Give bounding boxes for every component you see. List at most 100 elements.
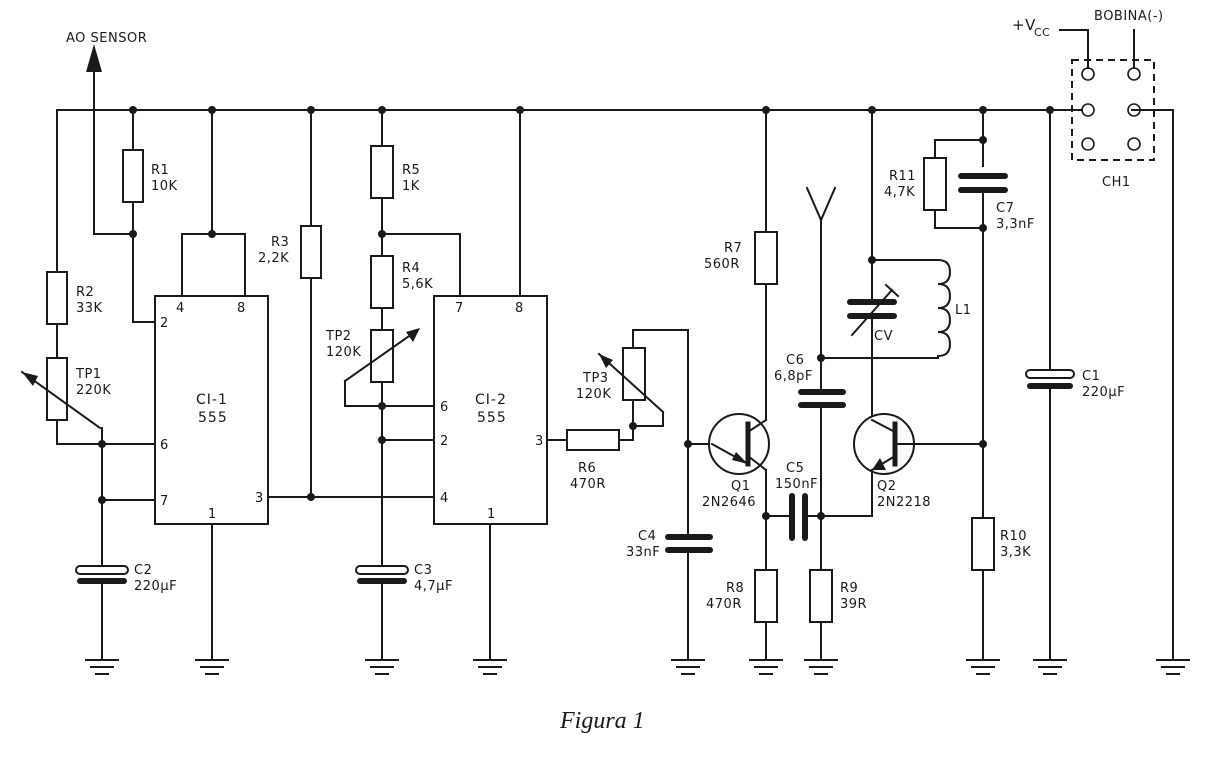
r2-resistor	[46, 271, 68, 325]
tp1-ref: TP1	[75, 367, 102, 382]
tp2-value: 120K	[326, 345, 361, 360]
ci1-name: CI-1	[196, 392, 228, 408]
cv-ref: CV	[874, 329, 893, 344]
junctions	[98, 106, 1054, 520]
q1-value: 2N2646	[702, 495, 756, 510]
ci2-pin-7: 7	[455, 301, 463, 316]
r5-resistor	[370, 145, 394, 199]
r2-ref: R2	[76, 285, 94, 300]
ground-icon	[195, 659, 229, 675]
r5-value: 1K	[402, 179, 420, 194]
r4-resistor	[370, 255, 394, 309]
r1-value: 10K	[151, 179, 178, 194]
r1-ref: R1	[151, 163, 169, 178]
timing-network-ci2	[343, 109, 461, 661]
ci1-pin-2: 2	[160, 316, 168, 331]
ch1-label: CH1	[1102, 175, 1131, 190]
r10-ref: R10	[1000, 529, 1027, 544]
c5-value: 150nF	[775, 477, 818, 492]
c1-ref: C1	[1082, 369, 1100, 384]
r6-value: 470R	[570, 477, 606, 492]
c1-plate-positive	[1025, 369, 1075, 379]
ground-icon	[473, 659, 507, 675]
ci2-pin-6: 6	[440, 400, 448, 415]
r1-resistor	[122, 149, 144, 203]
c3-ref: C3	[414, 563, 432, 578]
c3-value: 4,7µF	[414, 579, 453, 594]
c4-value: 33nF	[626, 545, 660, 560]
ci2-pin-2: 2	[440, 434, 448, 449]
ground-icon	[966, 659, 1000, 675]
q1-ref: Q1	[731, 479, 751, 494]
oscillator-tank	[847, 109, 984, 517]
c6-ref: C6	[786, 353, 804, 368]
ci1-type: 555	[198, 410, 228, 426]
ch1-connector: +V CC BOBINA(-) CH1	[1012, 9, 1164, 190]
c7-value: 3,3nF	[996, 217, 1035, 232]
output-network-ci2	[546, 329, 713, 661]
ground-icon	[1033, 659, 1067, 675]
r6-ref: R6	[578, 461, 596, 476]
ci1-pin-4: 4	[176, 301, 184, 316]
c2-plate-positive	[75, 565, 129, 575]
r3-branch	[300, 109, 322, 498]
tp2-ref: TP2	[325, 329, 352, 344]
r11-resistor	[923, 157, 947, 211]
ground-icon	[749, 659, 783, 675]
ground-symbols	[85, 659, 1190, 675]
r1-branch	[122, 109, 156, 323]
r10-resistor	[971, 517, 995, 571]
ci1-pin-7: 7	[160, 494, 168, 509]
ci2-type: 555	[477, 410, 507, 426]
ao-sensor-label: AO SENSOR	[66, 31, 147, 46]
component-labels: R1 10K R2 33K TP1 220K C2 220µF R3 2,2K …	[75, 163, 1125, 612]
q2-value: 2N2218	[877, 495, 931, 510]
ci2-name: CI-2	[475, 392, 507, 408]
tp3-ref: TP3	[582, 371, 609, 386]
r11-value: 4,7K	[884, 185, 915, 200]
r6-resistor	[566, 429, 620, 451]
r3-ref: R3	[271, 235, 289, 250]
ground-icon	[365, 659, 399, 675]
ic-ci1: 4 8 2 6 7 3 1 CI-1 555	[154, 109, 435, 661]
ground-icon	[85, 659, 119, 675]
r8-ref: R8	[726, 581, 744, 596]
ci2-pin-4: 4	[440, 491, 448, 506]
c1-value: 220µF	[1082, 385, 1125, 400]
c7-ref: C7	[996, 201, 1014, 216]
vcc-subscript: CC	[1034, 26, 1050, 39]
r5-ref: R5	[402, 163, 420, 178]
vcc-prefix: +V	[1012, 16, 1036, 34]
ci1-pin-6: 6	[160, 438, 168, 453]
c2-ref: C2	[134, 563, 152, 578]
r8-value: 470R	[706, 597, 742, 612]
tp1-trimpot	[46, 357, 68, 421]
bobina-label: BOBINA(-)	[1094, 9, 1164, 24]
r8-resistor	[754, 569, 778, 623]
ground-icon	[671, 659, 705, 675]
q2-ref: Q2	[877, 479, 897, 494]
r9-value: 39R	[840, 597, 867, 612]
ci1-pin-3: 3	[255, 491, 263, 506]
c4-ref: C4	[638, 529, 656, 544]
r4-ref: R4	[402, 261, 420, 276]
sensor-output: AO SENSOR	[66, 31, 147, 235]
r9-resistor	[809, 569, 833, 623]
ci1-pin-1: 1	[208, 507, 216, 522]
r11-ref: R11	[889, 169, 916, 184]
r7-value: 560R	[704, 257, 740, 272]
supply-rail	[56, 109, 1174, 661]
ground-icon	[1156, 659, 1190, 675]
figure-caption: Figura 1	[559, 708, 645, 734]
ci1-pin-8: 8	[237, 301, 245, 316]
ci2-pin-3: 3	[535, 434, 543, 449]
tp1-value: 220K	[76, 383, 111, 398]
tp3-value: 120K	[576, 387, 611, 402]
l1-ref: L1	[955, 303, 972, 318]
r2-value: 33K	[76, 301, 103, 316]
c2-value: 220µF	[134, 579, 177, 594]
timing-network-ci1	[20, 109, 156, 661]
l1-inductor	[936, 258, 952, 358]
c1-branch	[1025, 109, 1075, 661]
